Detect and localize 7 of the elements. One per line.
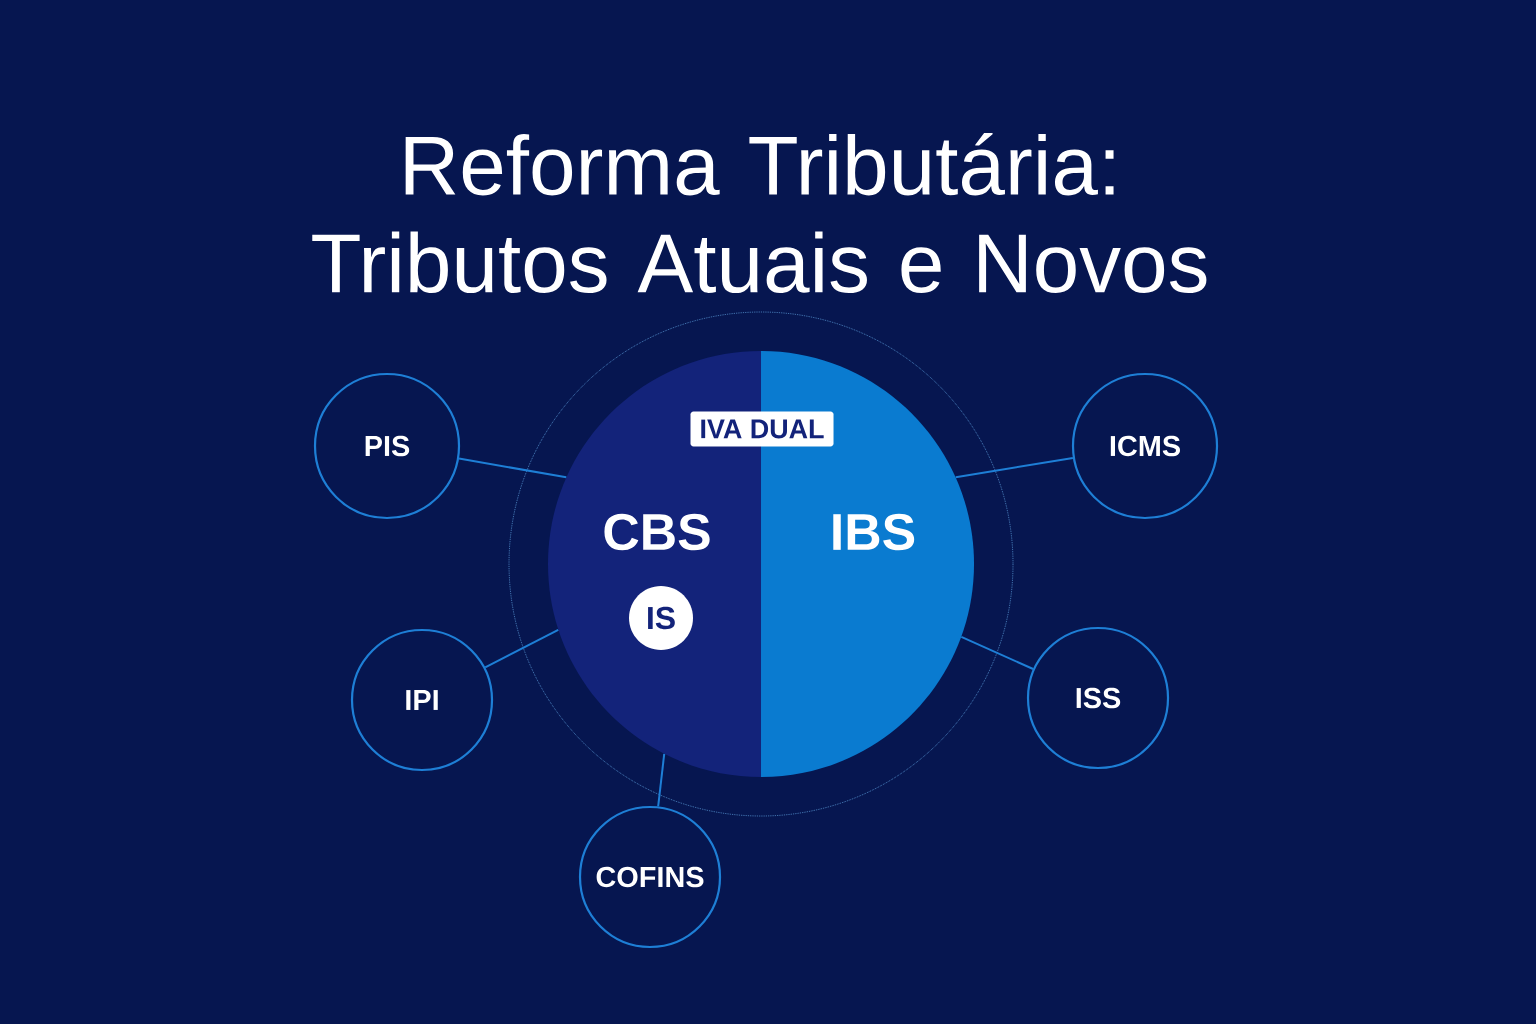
connector-line <box>458 457 568 479</box>
connector-line <box>960 635 1035 670</box>
diagram-title: Reforma Tributária: Tributos Atuais e Novos <box>312 132 1207 294</box>
connector-line <box>657 752 666 808</box>
label-badge: IVA DUAL <box>690 411 834 447</box>
connector-line <box>954 456 1074 479</box>
connector-line <box>484 628 560 669</box>
